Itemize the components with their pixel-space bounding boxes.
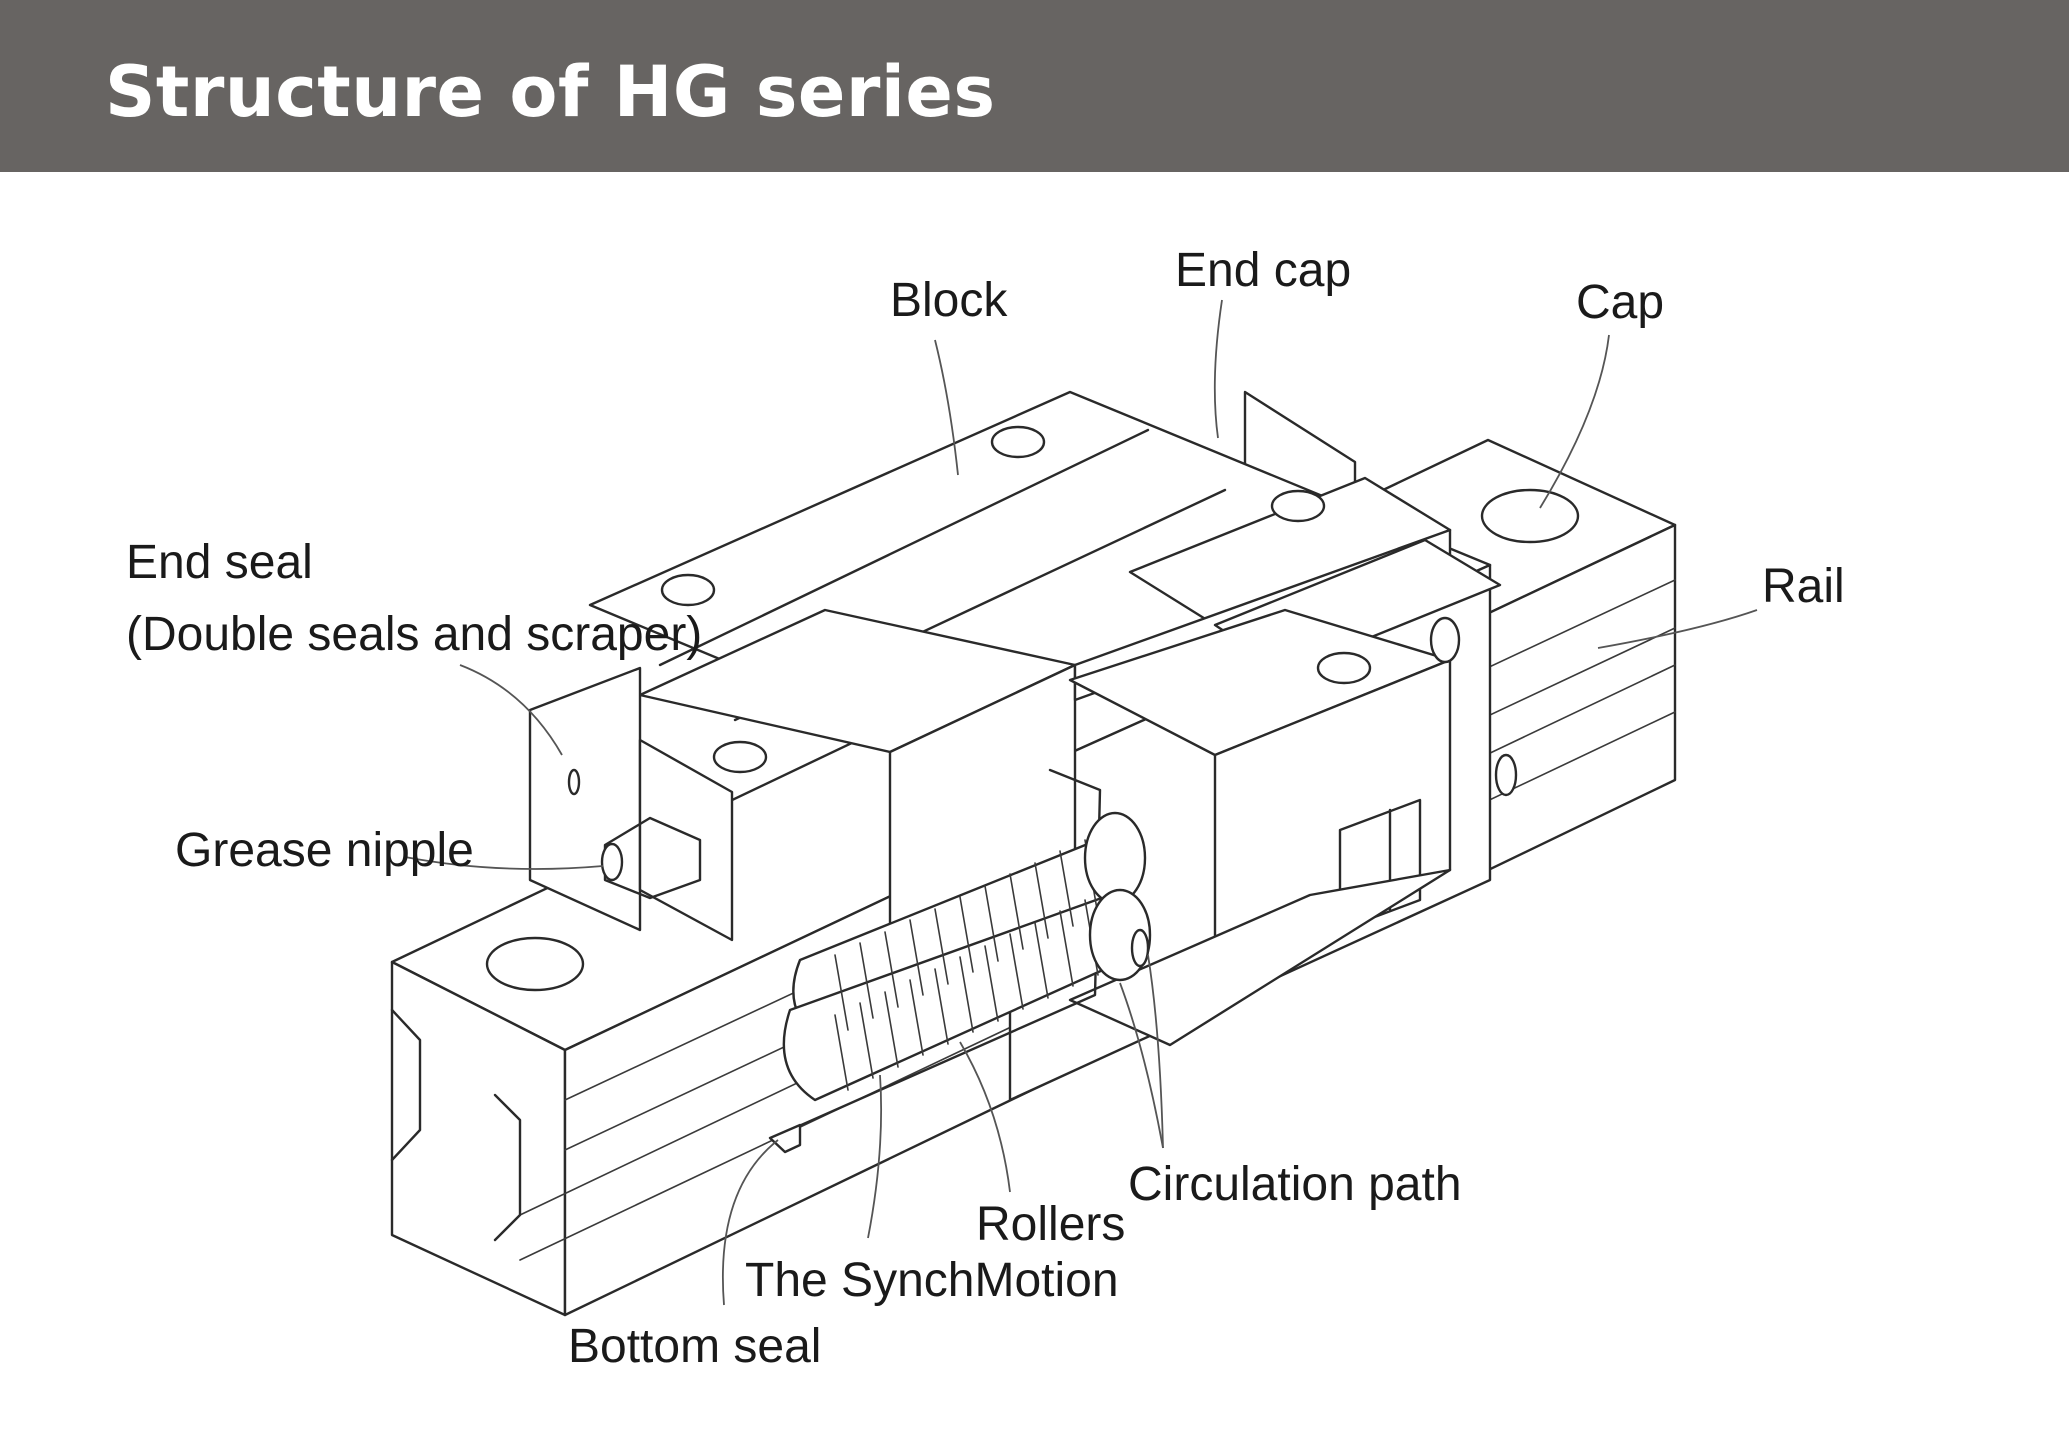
label-end-cap: End cap <box>1175 244 1351 297</box>
label-block: Block <box>890 274 1008 327</box>
hg-series-structure-diagram: Block End cap Cap End seal (Double seals… <box>126 244 1845 1373</box>
page-title: Structure of HG series <box>105 51 996 133</box>
roller-cutaway-drawing <box>768 768 1152 1154</box>
label-end-seal: End seal <box>126 536 313 589</box>
label-rollers: Rollers <box>976 1198 1125 1251</box>
header-bar: Structure of HG series <box>0 0 2069 172</box>
label-bottom-seal: Bottom seal <box>568 1320 821 1373</box>
label-cap: Cap <box>1576 276 1664 329</box>
label-grease-nipple: Grease nipple <box>175 824 474 877</box>
label-synch-motion: The SynchMotion <box>745 1254 1119 1307</box>
label-rail: Rail <box>1762 560 1845 613</box>
label-circulation-path: Circulation path <box>1128 1158 1462 1211</box>
leader-lines <box>404 299 1758 1306</box>
label-end-seal-detail: (Double seals and scraper) <box>126 608 702 661</box>
